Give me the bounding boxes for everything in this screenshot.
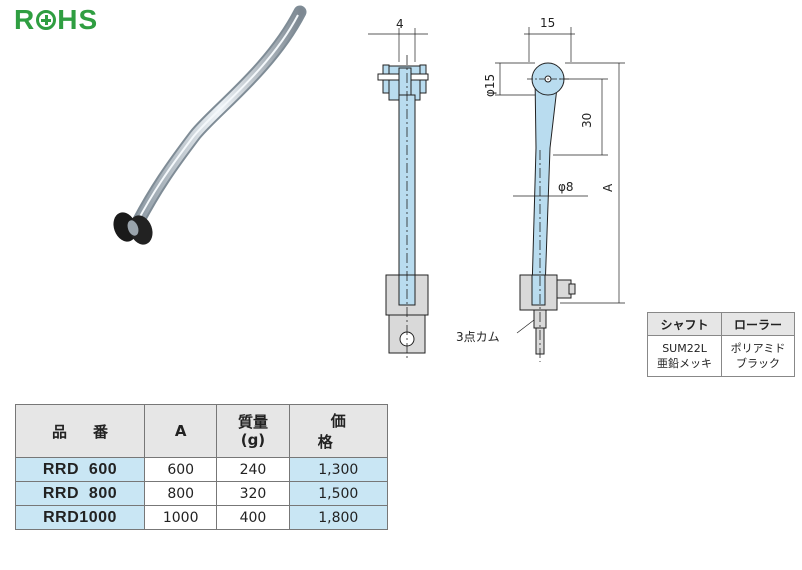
dim-length-label: A bbox=[601, 183, 615, 192]
row-a: 800 bbox=[144, 481, 218, 506]
material-header-shaft: シャフト bbox=[646, 312, 723, 336]
header-weight: 質量 (g) bbox=[216, 404, 290, 458]
row-a: 600 bbox=[144, 457, 218, 482]
header-code: 品番 bbox=[14, 404, 146, 458]
product-photo bbox=[113, 5, 307, 245]
table-row: RRD1000 1000 400 1,800 bbox=[14, 505, 389, 530]
material-roller-value: ポリアミド ブラック bbox=[721, 335, 795, 377]
rohs-text-r: R bbox=[14, 4, 36, 35]
dim-bend-label: 30 bbox=[580, 113, 594, 128]
row-price: 1,300 bbox=[288, 457, 389, 482]
header-price: 価格 bbox=[288, 404, 389, 458]
row-code: RRD1000 bbox=[14, 505, 146, 530]
row-price: 1,500 bbox=[288, 481, 389, 506]
material-table: シャフト ローラー SUM22L 亜鉛メッキ ポリアミド ブラック bbox=[646, 312, 795, 377]
product-table-header: 品番 A 質量 (g) 価格 bbox=[14, 404, 389, 458]
table-row: RRD 800 800 320 1,500 bbox=[14, 481, 389, 506]
row-a: 1000 bbox=[144, 505, 218, 530]
header-a: A bbox=[144, 404, 218, 458]
cam-label: 3点カム bbox=[456, 330, 500, 344]
front-view bbox=[368, 28, 429, 360]
rohs-globe-icon bbox=[36, 10, 57, 30]
material-shaft-value: SUM22L 亜鉛メッキ bbox=[646, 335, 723, 377]
row-code: RRD 800 bbox=[14, 481, 146, 506]
side-view bbox=[495, 27, 625, 362]
row-weight: 240 bbox=[216, 457, 290, 482]
row-weight: 320 bbox=[216, 481, 290, 506]
material-header-roller: ローラー bbox=[721, 312, 795, 336]
rohs-text-hs: HS bbox=[57, 4, 99, 35]
dim-shaft-diameter-label: φ8 bbox=[558, 180, 574, 194]
row-price: 1,800 bbox=[288, 505, 389, 530]
dim-offset-label: 15 bbox=[540, 16, 555, 30]
table-row: RRD 600 600 240 1,300 bbox=[14, 457, 389, 482]
row-code: RRD 600 bbox=[14, 457, 146, 482]
dim-width-label: 4 bbox=[396, 17, 404, 31]
rohs-logo: R HS bbox=[14, 4, 98, 36]
row-weight: 400 bbox=[216, 505, 290, 530]
dim-roller-diameter-label: φ15 bbox=[483, 74, 497, 97]
product-table: 品番 A 質量 (g) 価格 RRD 600 600 240 1,300 RRD… bbox=[14, 404, 389, 530]
